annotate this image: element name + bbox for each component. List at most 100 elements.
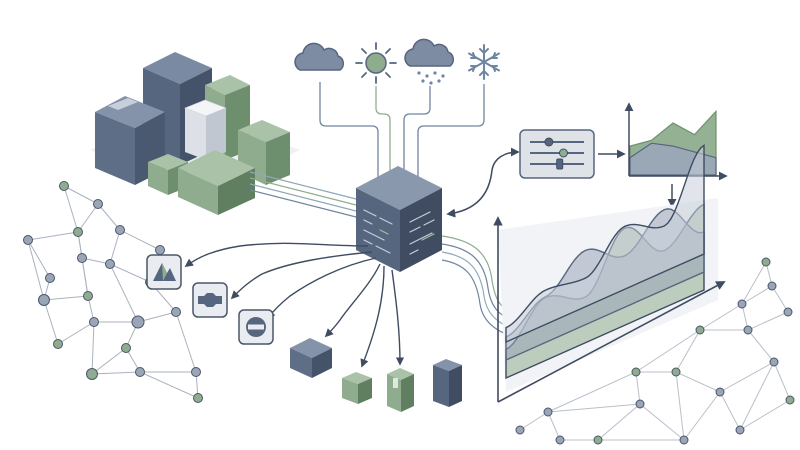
mesh-link	[699, 303, 743, 331]
weather-sources	[294, 38, 500, 85]
mesh-node	[679, 435, 689, 445]
no-entry-icon	[238, 309, 274, 345]
storage-box-green-front	[178, 150, 255, 215]
mesh-link	[771, 285, 789, 313]
mesh-link	[747, 311, 789, 331]
output-box-green-tall	[387, 368, 414, 412]
mesh-node	[543, 407, 553, 417]
mesh-node	[635, 399, 645, 409]
cloud-icon	[294, 42, 344, 71]
output-box-slate	[290, 338, 332, 378]
mesh-link	[63, 185, 99, 205]
storage-box-white	[184, 99, 227, 160]
mesh-node	[131, 315, 145, 329]
mesh-link	[175, 311, 197, 373]
slider-knob[interactable]	[558, 148, 568, 158]
mesh-link	[43, 295, 89, 301]
mesh-link	[43, 299, 59, 345]
mesh-link	[139, 371, 199, 399]
mesh-link	[81, 257, 89, 297]
sun-icon	[355, 42, 397, 84]
mesh-link	[119, 229, 161, 251]
slider-knob[interactable]	[556, 158, 564, 170]
mesh-node	[86, 368, 98, 380]
mesh-link	[63, 185, 79, 233]
mesh-link	[739, 399, 791, 431]
mesh-link	[547, 411, 561, 441]
mesh-link	[639, 403, 685, 441]
wave-chart-series	[505, 143, 705, 344]
mesh-node	[593, 435, 603, 445]
mesh-link	[97, 203, 121, 231]
storage-box-green-right	[238, 120, 290, 185]
mesh-link	[91, 371, 141, 375]
mesh-node	[737, 299, 747, 309]
control-panel	[519, 129, 595, 179]
mesh-link	[109, 263, 139, 323]
mesh-node	[89, 317, 99, 327]
mesh-node	[93, 199, 103, 209]
output-arrows	[184, 242, 405, 368]
mesh-node	[171, 307, 181, 317]
mesh-link	[547, 371, 637, 413]
snowflake-icon	[468, 44, 500, 80]
mesh-node	[767, 281, 777, 291]
mesh-node	[83, 291, 93, 301]
mesh-link	[675, 371, 685, 441]
mesh-link	[741, 261, 767, 305]
mesh-link	[27, 239, 51, 279]
mesh-link	[635, 371, 641, 405]
mesh-node	[155, 245, 165, 255]
mesh-node	[769, 357, 779, 367]
mesh-node	[59, 181, 69, 191]
mountain-logo-icon	[146, 254, 182, 290]
mesh-link	[719, 361, 775, 393]
mesh-link	[547, 403, 641, 413]
connector-icon	[192, 282, 228, 318]
mesh-link	[773, 361, 791, 401]
mesh-node	[105, 259, 115, 269]
mesh-link	[57, 321, 95, 345]
mesh-node	[193, 393, 203, 403]
mesh-node	[73, 227, 83, 237]
mesh-link	[739, 361, 775, 431]
mesh-node	[115, 225, 125, 235]
mesh-node	[45, 273, 55, 283]
mesh-node	[121, 343, 131, 353]
mesh-node	[761, 257, 771, 267]
weather-feed-lines	[319, 82, 485, 192]
mesh-link	[597, 403, 641, 441]
mesh-node	[695, 325, 705, 335]
mesh-node	[783, 307, 793, 317]
mesh-link	[27, 231, 79, 241]
mesh-node	[191, 367, 201, 377]
mesh-node	[135, 367, 145, 377]
large-wave-chart	[493, 143, 726, 403]
mesh-link	[109, 263, 151, 283]
mesh-link	[77, 203, 99, 233]
mesh-link	[719, 391, 741, 431]
processor-dashboard-arrow	[446, 147, 520, 218]
mesh-node	[77, 253, 87, 263]
mesh-link	[741, 285, 773, 305]
mesh-link	[683, 391, 721, 441]
mesh-node	[743, 325, 753, 335]
mesh-node	[715, 387, 725, 397]
mesh-node	[53, 339, 63, 349]
network-mesh-right	[515, 257, 795, 445]
mesh-node	[785, 395, 795, 405]
mesh-node	[23, 235, 33, 245]
mesh-link	[27, 239, 45, 301]
mesh-node	[38, 294, 50, 306]
mesh-link	[137, 311, 177, 323]
mesh-node	[671, 367, 681, 377]
mesh-link	[519, 411, 549, 431]
slider-knob[interactable]	[544, 137, 554, 147]
mesh-link	[675, 329, 701, 373]
rain-cloud-icon	[404, 38, 454, 85]
box-to-processor-lines	[249, 171, 361, 219]
mesh-node	[555, 435, 565, 445]
output-box-green	[342, 372, 372, 404]
small-area-chart	[624, 102, 728, 181]
